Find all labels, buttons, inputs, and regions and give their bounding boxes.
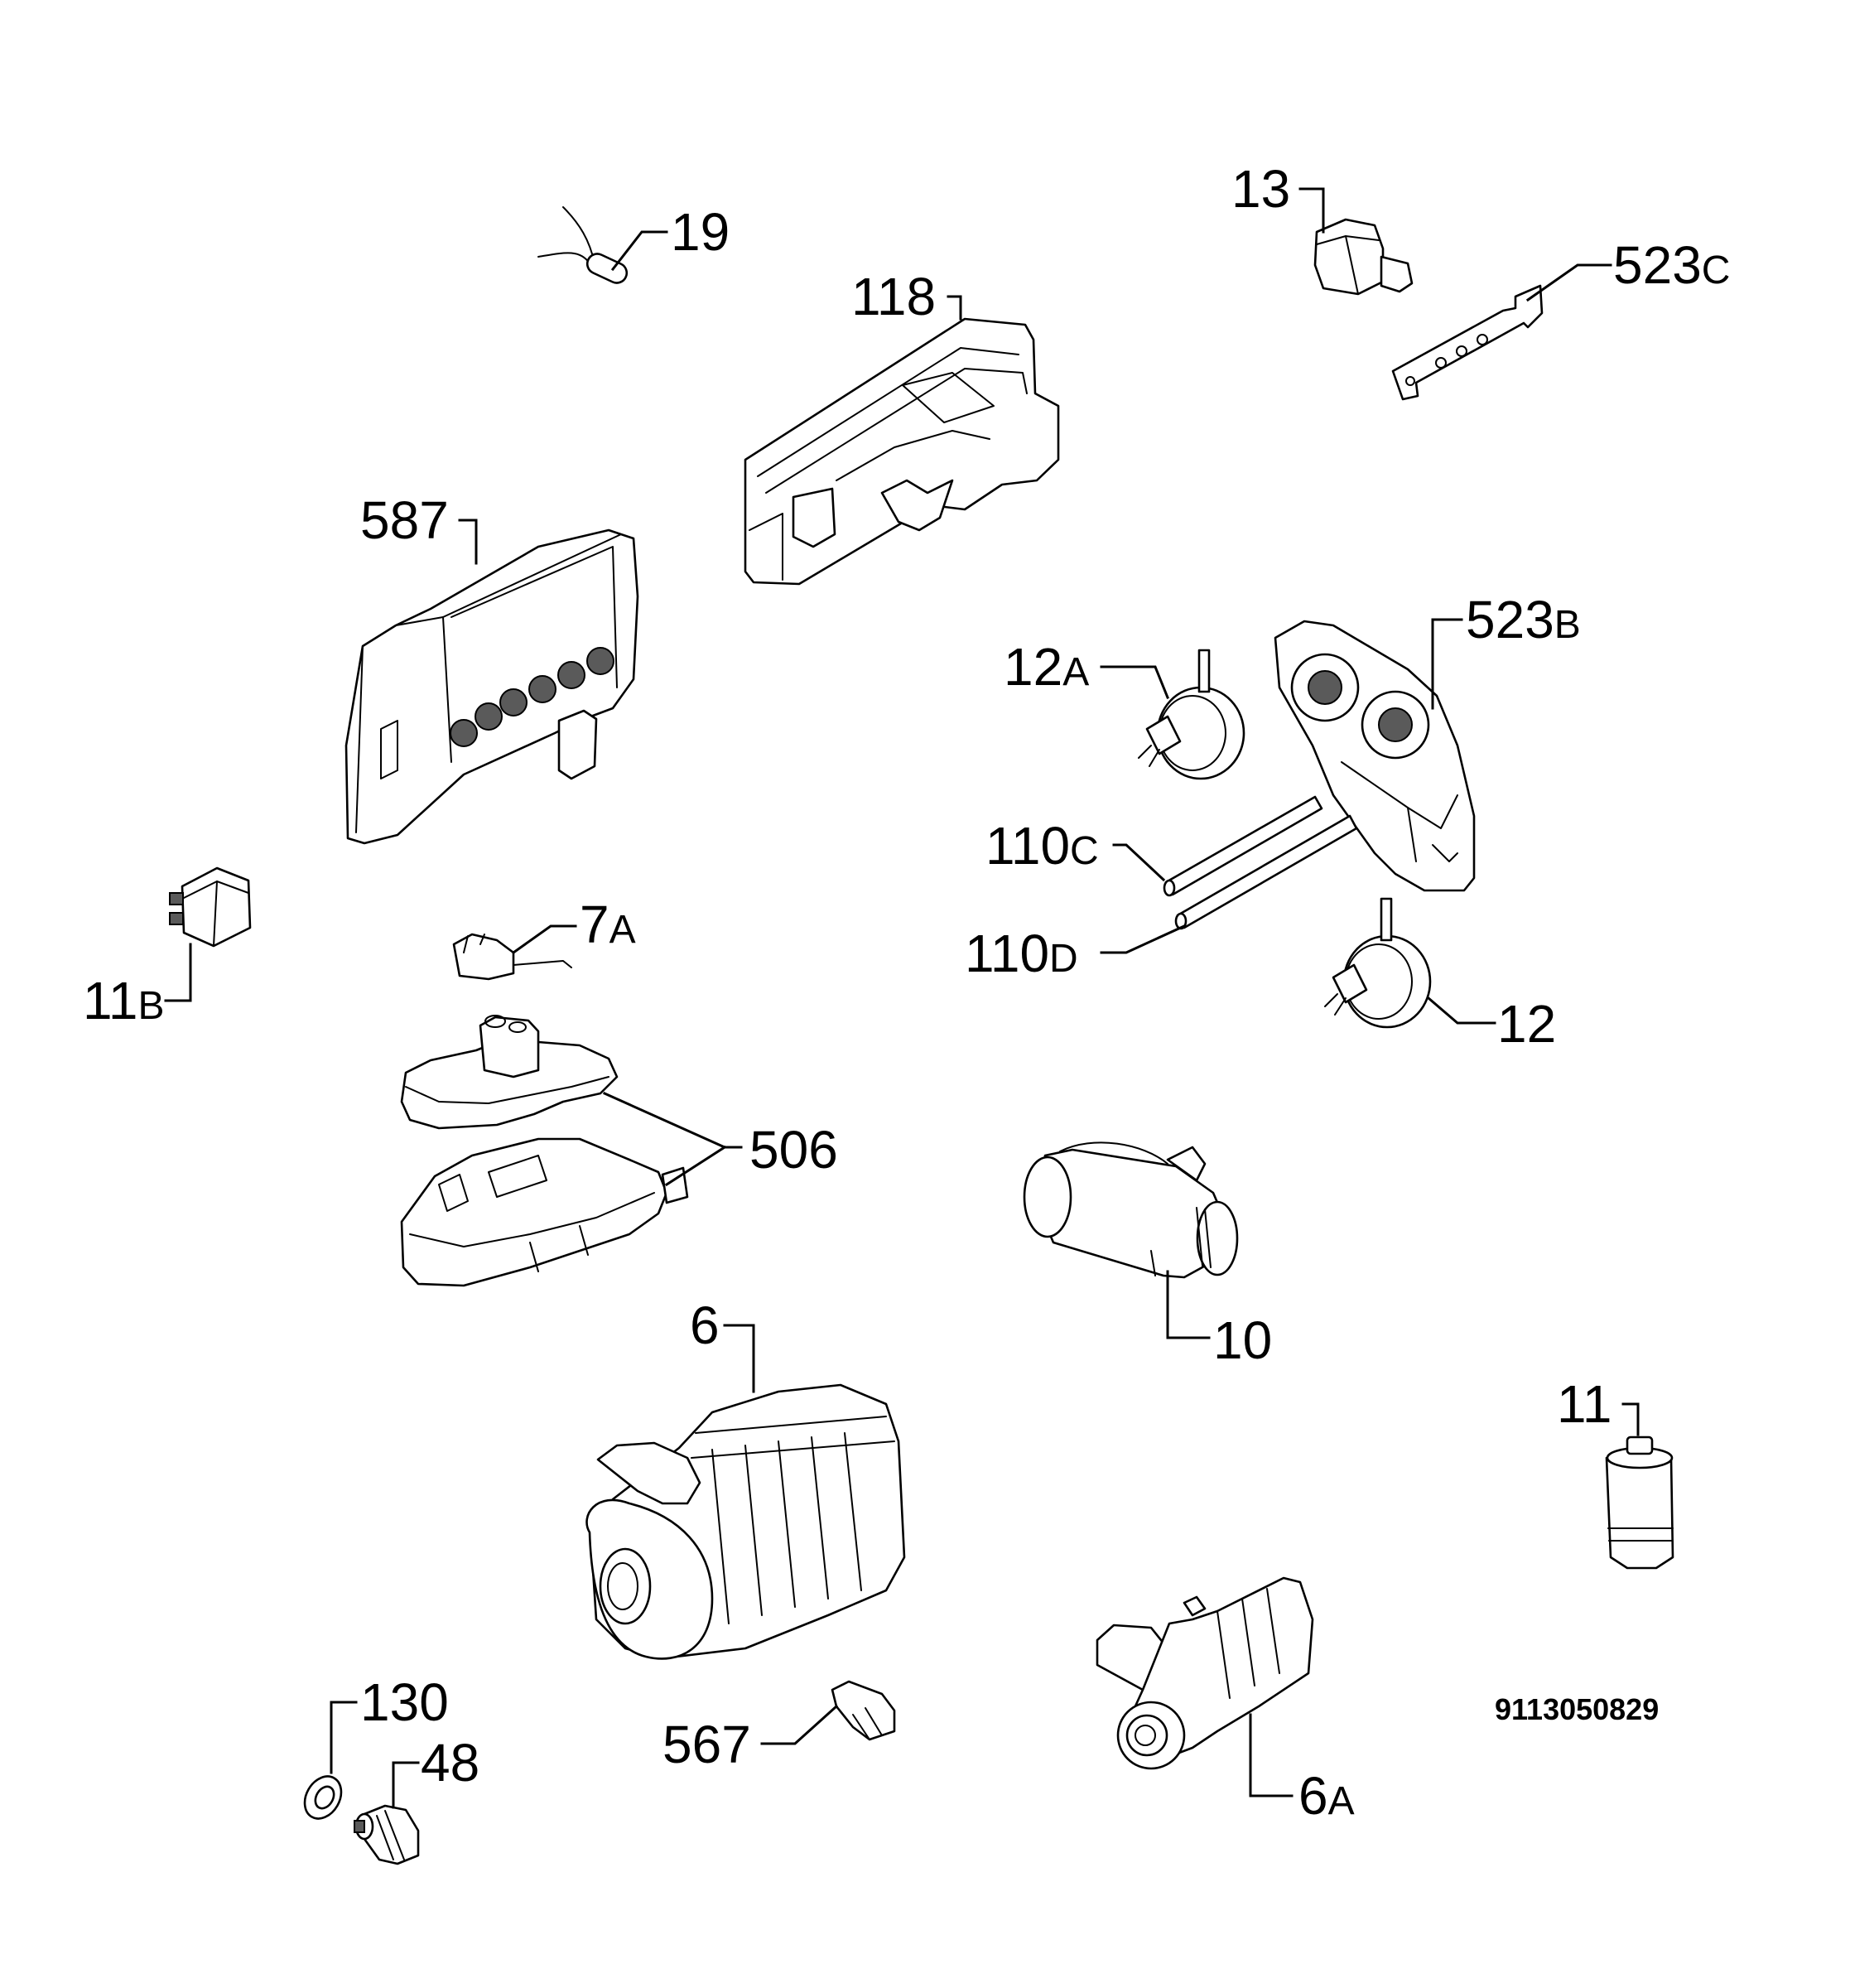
label-6a: 6A: [1298, 1766, 1355, 1826]
label-110d: 110D: [965, 924, 1078, 983]
label-10: 10: [1213, 1310, 1272, 1370]
leader-48: [392, 1761, 420, 1809]
callout-labels: 19 118 13 523C 587 523B 12A 110C 110D 12…: [83, 159, 1730, 1826]
label-12a: 12A: [1004, 637, 1089, 697]
label-110c: 110C: [985, 816, 1099, 876]
diagram-code: 9113050829: [1495, 1692, 1659, 1726]
part-523b-manifold: [1274, 620, 1476, 892]
part-587-module: [344, 528, 639, 845]
label-19: 19: [671, 202, 730, 262]
leader-11: [1621, 1402, 1640, 1436]
part-110d-hose: [1174, 814, 1358, 930]
label-48: 48: [421, 1733, 479, 1793]
leader-130: [330, 1701, 358, 1774]
leader-587: [458, 519, 478, 565]
part-523c-bracket: [1391, 284, 1544, 401]
leader-506a: [603, 1092, 743, 1149]
leader-10: [1166, 1270, 1211, 1339]
leader-567: [760, 1704, 839, 1745]
leader-110d: [1100, 924, 1186, 954]
part-6a-drain-pump: [1096, 1576, 1314, 1770]
leader-110c: [1112, 843, 1166, 882]
leader-12: [1426, 996, 1496, 1025]
label-130: 130: [360, 1672, 449, 1732]
part-110c-hose: [1163, 795, 1323, 897]
part-7a-component: [452, 933, 572, 981]
part-6-pump-motor: [585, 1383, 906, 1660]
label-587: 587: [360, 490, 449, 550]
part-48-plug: [354, 1804, 420, 1865]
label-12: 12: [1497, 994, 1556, 1054]
label-523b: 523B: [1466, 590, 1581, 649]
part-11b-relay: [169, 866, 252, 948]
part-10-heater: [1023, 1141, 1239, 1279]
part-19-sensor: [537, 206, 629, 284]
leader-19: [610, 230, 668, 272]
label-11: 11: [1557, 1374, 1612, 1434]
label-7a: 7A: [580, 895, 636, 954]
part-118-housing: [744, 317, 1060, 586]
leader-11b: [164, 943, 192, 1002]
part-12a-pressure-switch: [1138, 649, 1245, 780]
label-523c: 523C: [1613, 235, 1730, 295]
leader-7a: [511, 924, 577, 955]
leader-12a: [1100, 665, 1169, 699]
label-6: 6: [690, 1296, 720, 1355]
label-13: 13: [1231, 159, 1290, 219]
label-118: 118: [851, 267, 936, 326]
leader-lines: [164, 187, 1640, 1809]
leader-118: [947, 295, 962, 321]
label-567: 567: [662, 1715, 751, 1774]
label-506: 506: [749, 1120, 838, 1180]
part-11-capacitor: [1605, 1436, 1674, 1570]
part-12-pressure-switch: [1324, 897, 1432, 1029]
part-13-switch: [1313, 218, 1414, 296]
part-130-ring: [303, 1775, 343, 1820]
leader-6: [723, 1324, 755, 1393]
leader-6a: [1249, 1713, 1294, 1797]
label-11b: 11B: [83, 971, 164, 1030]
part-506-base: [400, 1137, 689, 1287]
leader-523c: [1525, 263, 1612, 302]
part-506-lid: [400, 1015, 619, 1130]
leader-13: [1298, 187, 1325, 234]
part-567-clip: [831, 1680, 896, 1741]
leader-523b: [1431, 618, 1463, 710]
leader-506b: [664, 1145, 727, 1187]
module-knobs: [450, 647, 614, 747]
